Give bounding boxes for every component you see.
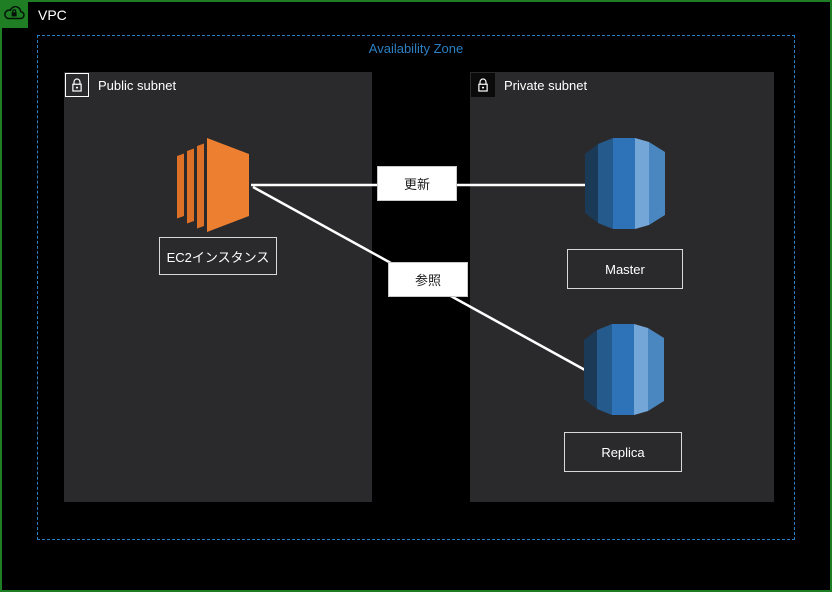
private-subnet-label: Private subnet — [504, 77, 588, 93]
public-subnet-label: Public subnet — [98, 77, 177, 93]
availability-zone-region: Availability Zone — [37, 35, 795, 540]
edge-read-label: 参照 — [388, 262, 468, 297]
master-label-box: Master — [567, 249, 683, 289]
public-subnet-lock-icon — [65, 73, 89, 97]
ec2-instance-label-box: EC2インスタンス — [159, 237, 277, 275]
rds-master-icon — [585, 138, 665, 229]
private-subnet-lock-icon — [471, 73, 495, 97]
replica-label-box: Replica — [564, 432, 682, 472]
public-subnet-header: Public subnet — [64, 72, 372, 98]
vpc-label: VPC — [38, 7, 67, 23]
availability-zone-label: Availability Zone — [368, 41, 464, 56]
private-subnet-header: Private subnet — [470, 72, 774, 98]
ec2-instance-icon — [177, 138, 249, 232]
vpc-cloud-lock-icon — [2, 2, 28, 28]
rds-replica-icon — [584, 324, 664, 415]
edge-update-label: 更新 — [377, 166, 457, 201]
